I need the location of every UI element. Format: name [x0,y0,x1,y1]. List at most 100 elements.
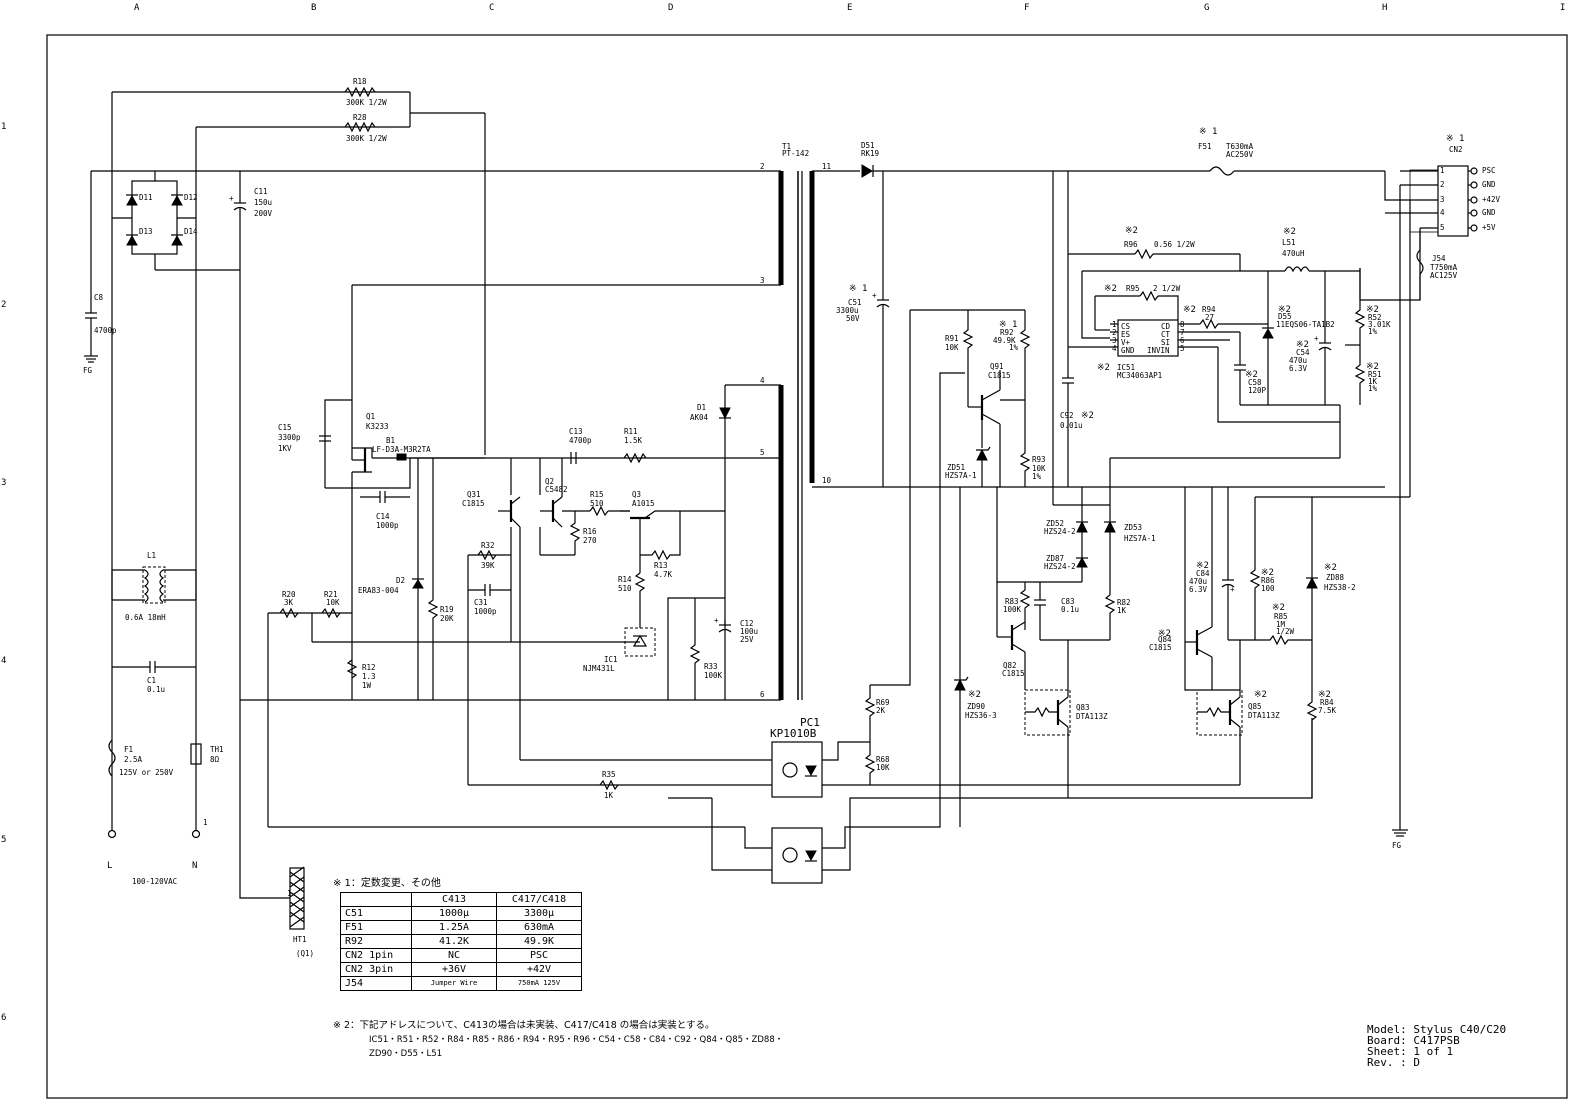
l51-label: L51 [1282,238,1296,247]
r82-label: R82 [1117,598,1131,607]
note-2-list-line-2: ZD90・D55・L51 [369,1049,443,1059]
svg-text:+: + [1230,585,1235,594]
q82-value: C1815 [1002,669,1025,678]
ic51-cs: CS [1121,322,1131,331]
q2-label: Q2 [545,477,554,486]
table-row: F51 1.25A 630mA [340,920,582,935]
r92-value: 49.9K [993,336,1016,345]
c12-value: 100u [740,627,758,636]
q84-label: Q84 [1158,635,1172,644]
zd88-mark: ※2 [1324,563,1337,573]
zd90-value: HZS36-3 [965,711,997,720]
c54-label: C54 [1296,348,1310,357]
ic51-gnd: GND [1121,346,1135,355]
ic51-cd: CD [1161,322,1171,331]
r68-label: R68 [876,755,890,764]
ic51-pin3: 3 [1112,336,1117,345]
t1-pin6: 6 [760,690,765,699]
r12-value: 1.3 [362,672,376,681]
d55-label: D55 [1278,312,1292,321]
table-cell: C51 [340,906,412,921]
d13-label: D13 [139,227,153,236]
ic51-vp: V+ [1121,338,1131,347]
r92-tol: 1% [1009,343,1019,352]
r15-label: R15 [590,490,604,499]
r11-label: R11 [624,427,638,436]
r83-label: R83 [1005,597,1019,606]
t1-pin5: 5 [760,448,765,457]
q85-label: Q85 [1248,702,1262,711]
r52-mark: ※2 [1366,305,1379,315]
c12-label: C12 [740,619,754,628]
r11-value: 1.5K [624,436,643,445]
table-cell: 630mA [496,920,582,935]
r13-value: 4.7K [654,570,673,579]
c11-rating: 200V [254,209,273,218]
ic51-label: IC51 [1117,363,1135,372]
table-row: CN2 3pin +36V +42V [340,962,582,977]
q83-value: DTA113Z [1076,712,1108,721]
c54-mark: ※2 [1296,340,1309,350]
grid-row-2: 2 [1,300,6,310]
c15-label: C15 [278,423,292,432]
zd52-value: HZS24-2 [1044,527,1076,536]
r32-value: 39K [481,561,495,570]
svg-text:+: + [1314,334,1319,343]
table-header-cell: C413 [411,892,497,907]
zd88-label: ZD88 [1326,573,1345,582]
ic51-ct: CT [1161,330,1171,339]
cn2-psc: PSC [1482,166,1496,175]
grid-row-3: 3 [1,478,6,488]
cn2-gnd2: GND [1482,208,1496,217]
r16-value: 270 [583,536,597,545]
grid-col-b: B [311,3,316,13]
r13-label: R13 [654,561,668,570]
c12-rating: 25V [740,635,754,644]
ht1-value: (Q1) [296,949,314,958]
grid-row-6: 6 [1,1013,6,1023]
zd87-label: ZD87 [1046,554,1064,563]
cn2-pin2: 2 [1440,180,1445,189]
d2-value: ERA83-004 [358,586,399,595]
t1-pin2: 2 [760,162,765,171]
q82-label: Q82 [1003,661,1017,670]
r51-label: R51 [1368,370,1382,379]
r21-value: 10K [326,598,340,607]
r69-label: R69 [876,698,890,707]
title-sheet: Sheet: 1 of 1 [1367,1045,1454,1058]
r86-mark: ※2 [1261,568,1274,578]
table-cell: CN2 1pin [340,948,412,963]
grid-row-1: 1 [1,122,6,132]
q84-value: C1815 [1149,643,1172,652]
svg-text:+: + [872,291,877,300]
table-header-cell: C417/C418 [496,892,582,907]
c11-label: C11 [254,187,268,196]
ht1-pin: 1 [287,889,292,898]
cn2-pin1: 1 [1440,166,1445,175]
f51-rating: AC250V [1226,150,1254,159]
ic51-si: SI [1161,338,1170,347]
table-cell: CN2 3pin [340,962,412,977]
q1-label: Q1 [366,412,375,421]
t1-pin11: 11 [822,162,831,171]
r18-value: 300K 1/2W [346,98,387,107]
t1-label: T1 [782,142,791,151]
c14-value: 1000p [376,521,399,530]
r35-value: 1K [604,791,614,800]
j54-rating: AC125V [1430,271,1458,280]
r28-label: R28 [353,113,367,122]
grid-column-labels: A B C D E F G H I [134,3,1565,13]
r85-rating: 1/2W [1276,627,1295,636]
ic51-pin2: 2 [1112,328,1117,337]
c13-label: C13 [569,427,583,436]
c11-value: 150u [254,198,272,207]
q83-label: Q83 [1076,703,1090,712]
q31-value: C1815 [462,499,485,508]
r91-label: R91 [945,334,959,343]
d51-value: RK19 [861,149,879,158]
title-model: Model: Stylus C40/C20 [1367,1023,1507,1036]
r52-label: R52 [1368,313,1382,322]
r51-value: 1K [1368,377,1378,386]
r51-mark: ※2 [1366,362,1379,372]
r92-label: R92 [1000,328,1014,337]
